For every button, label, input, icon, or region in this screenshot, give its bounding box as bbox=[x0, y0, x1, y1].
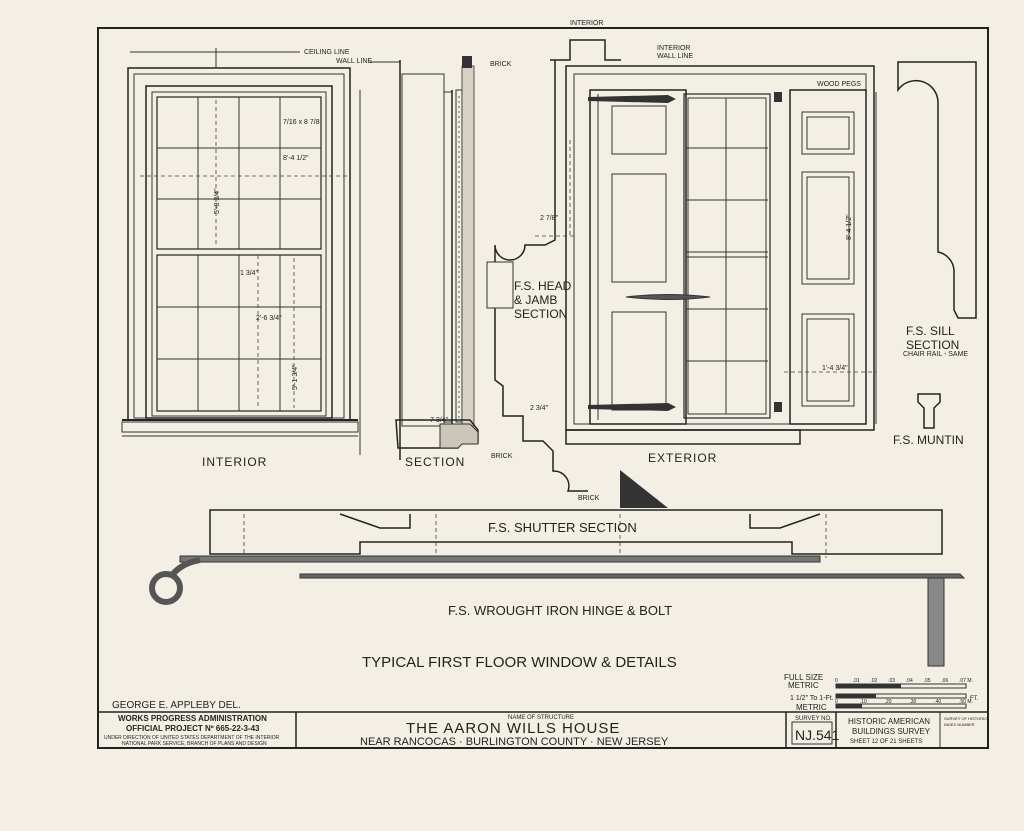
interior-wall-line-1: INTERIOR bbox=[570, 20, 603, 27]
section-label: SECTION bbox=[405, 455, 465, 469]
structure-name: THE AARON WILLS HOUSE bbox=[406, 720, 620, 737]
brick-wedge bbox=[620, 470, 668, 508]
scale-ft-unit: FT. bbox=[970, 696, 979, 702]
survey-name-1: HISTORIC AMERICAN bbox=[848, 717, 930, 726]
dim-upper-sash: 5'-8 3/4" bbox=[214, 188, 221, 214]
brick-top-label: BRICK bbox=[490, 61, 512, 68]
scale-full-metric: METRIC bbox=[788, 681, 819, 690]
exterior-label: EXTERIOR bbox=[648, 451, 717, 465]
head-jamb-line-2: & JAMB bbox=[514, 293, 557, 307]
structure-location: NEAR RANCOCAS · BURLINGTON COUNTY · NEW … bbox=[360, 736, 669, 748]
interior-wall-line-a: INTERIOR bbox=[657, 45, 690, 52]
survey-number: NJ.541 bbox=[795, 727, 840, 743]
structure-name-label: NAME OF STRUCTURE bbox=[508, 715, 574, 721]
ceiling-line-label: CEILING LINE bbox=[304, 49, 350, 56]
scale-metric: METRIC bbox=[796, 703, 827, 712]
hinge-bolt-label: F.S. WROUGHT IRON HINGE & BOLT bbox=[448, 603, 672, 618]
scale-tick: .30 bbox=[909, 699, 916, 705]
scale-tick: .07 M. bbox=[959, 678, 973, 684]
direction-line-1: UNDER DIRECTION OF UNITED STATES DEPARTM… bbox=[104, 735, 280, 741]
scale-tick: .40 bbox=[934, 699, 941, 705]
hinge-bolt bbox=[149, 555, 966, 667]
project-number: OFFICIAL PROJECT Nº 665-22-3-43 bbox=[126, 724, 260, 733]
delineator: GEORGE E. APPLEBY DEL. bbox=[112, 700, 241, 711]
drawing-title: TYPICAL FIRST FLOOR WINDOW & DETAILS bbox=[362, 654, 677, 671]
interior-elevation bbox=[121, 48, 361, 455]
shutter-section bbox=[209, 509, 943, 558]
scale-full-size: FULL SIZE bbox=[784, 673, 823, 682]
dim-lower-sash: 5'-1 3/4" bbox=[292, 364, 299, 390]
scale-inch: 1 1/2" To 1-Ft. bbox=[790, 695, 834, 702]
shutter-section-label: F.S. SHUTTER SECTION bbox=[488, 520, 637, 535]
index-note-2: INDEX NUMBER bbox=[944, 722, 975, 727]
direction-line-2: NATIONAL PARK SERVICE, BRANCH OF PLANS A… bbox=[122, 741, 267, 747]
scale-full-ticks: 0 .01 .02 .03 .04 .05 .06 .07 M. bbox=[835, 678, 973, 684]
head-jamb-line-1: F.S. HEAD bbox=[514, 279, 572, 293]
dim-jamb-lower: 2 3/4" bbox=[530, 405, 549, 412]
dim-shutter-width: 1'-4 3/4" bbox=[822, 365, 848, 372]
sheet-number: SHEET 12 OF 21 SHEETS bbox=[850, 739, 922, 745]
scale-tick: .06 bbox=[941, 678, 948, 684]
wood-pegs-label: WOOD PEGS bbox=[817, 81, 861, 88]
scale-tick: .10 bbox=[860, 699, 867, 705]
wpa-label: WORKS PROGRESS ADMINISTRATION bbox=[118, 714, 267, 723]
scale-tick: .02 bbox=[870, 678, 877, 684]
wall-line-label: WALL LINE bbox=[336, 58, 372, 65]
brick-lower-label: BRICK bbox=[578, 495, 600, 502]
head-jamb-line-3: SECTION bbox=[514, 307, 567, 321]
interior-wall-line-b: WALL LINE bbox=[657, 53, 693, 60]
scale-metric-ticks: 0 .10 .20 .30 .40 .50 M. bbox=[835, 699, 973, 705]
sill-line-2: SECTION bbox=[906, 338, 959, 352]
brick-bottom-label: BRICK bbox=[491, 453, 513, 460]
sill-profile bbox=[897, 61, 977, 319]
survey-name-2: BUILDINGS SURVEY bbox=[852, 727, 931, 736]
sill-line-1: F.S. SILL bbox=[906, 324, 955, 338]
exterior-elevation bbox=[565, 65, 877, 445]
title-block bbox=[98, 711, 988, 748]
scale-tick: 0 bbox=[835, 699, 838, 705]
dim-rail: 1 3/4" bbox=[240, 270, 259, 277]
dim-height-total: 8'-4 1/2" bbox=[283, 155, 309, 162]
muntin-label: F.S. MUNTIN bbox=[893, 433, 964, 447]
head-jamb-section bbox=[486, 39, 621, 492]
dim-width: 2'-6 3/4" bbox=[256, 315, 282, 322]
muntin-profile bbox=[917, 393, 941, 429]
dim-shutter-panel: 8'-4 1/2" bbox=[846, 214, 853, 240]
scale-tick: .04 bbox=[906, 678, 913, 684]
sill-note: CHAIR RAIL - SAME bbox=[903, 351, 968, 358]
sheet-border bbox=[97, 27, 989, 749]
scale-tick: .05 bbox=[924, 678, 931, 684]
survey-no-label: SURVEY NO. bbox=[795, 716, 832, 722]
interior-label: INTERIOR bbox=[202, 455, 267, 469]
scale-tick: .20 bbox=[885, 699, 892, 705]
dim-jamb: 2 7/8" bbox=[540, 215, 559, 222]
scale-tick: .03 bbox=[888, 678, 895, 684]
index-note-1: SURVEY OF HISTORIC bbox=[944, 716, 987, 721]
scale-tick: 0 bbox=[835, 678, 838, 684]
dim-sill: 7 3/4" bbox=[430, 417, 449, 424]
dim-pane: 7/16 x 8 7/8 bbox=[283, 119, 320, 126]
scale-bars bbox=[835, 683, 967, 709]
window-section bbox=[395, 56, 479, 460]
scale-tick: .50 M. bbox=[959, 699, 973, 705]
scale-tick: .01 bbox=[853, 678, 860, 684]
